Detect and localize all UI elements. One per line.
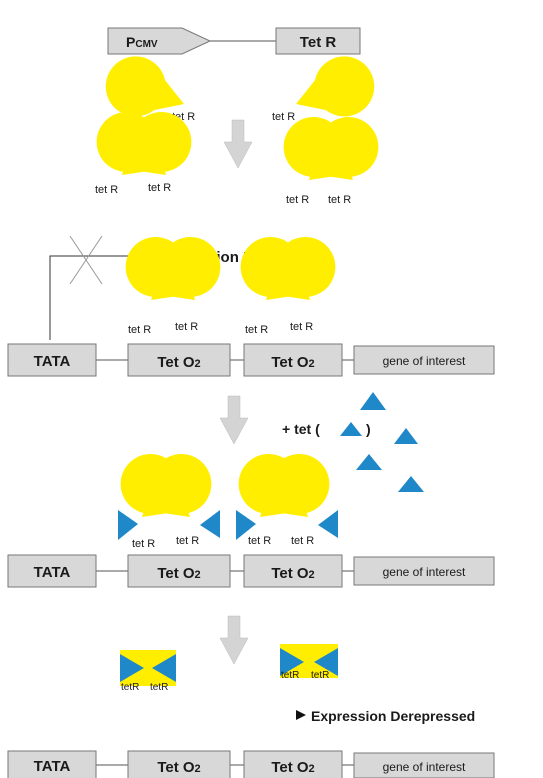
svg-text:): )	[366, 421, 371, 437]
dna-construct-induced: TATA Tet O2 Tet O2 gene of interest	[7, 554, 495, 588]
svg-text:tetR: tetR	[121, 682, 139, 693]
tetr-dimer: tet R tet R	[271, 104, 391, 206]
tetr-dimer-bound: tet R tet R	[228, 224, 348, 336]
tata-label: TATA	[34, 758, 71, 775]
svg-text:tet R: tet R	[245, 324, 268, 336]
tetracycline-icon	[360, 392, 386, 410]
svg-text:tetR: tetR	[311, 670, 329, 681]
svg-text:tet R: tet R	[95, 184, 118, 196]
operator-label: Tet O2	[157, 759, 200, 776]
down-arrow	[219, 395, 249, 445]
tetracycline-icon	[394, 428, 418, 444]
dna-construct-repressed: TATA Tet O2 Tet O2 gene of interest	[7, 343, 495, 377]
svg-text:tetR: tetR	[150, 682, 168, 693]
svg-text:tet R: tet R	[176, 535, 199, 547]
operator-label: Tet O2	[271, 565, 314, 582]
svg-text:tet R: tet R	[272, 111, 295, 123]
svg-text:tet R: tet R	[175, 321, 198, 333]
expression-derepressed-label: Expression Derepressed	[311, 708, 475, 724]
tetr-tet-complex: tetR tetR	[120, 650, 176, 693]
down-arrow	[223, 119, 253, 169]
tet-addition-label: + tet (	[282, 421, 320, 437]
tetr-dimer-tet-bound: tet R tet R	[226, 441, 342, 547]
svg-text:tet R: tet R	[291, 535, 314, 547]
operator-label: Tet O2	[157, 565, 200, 582]
tetr-monomer: tet R	[272, 47, 383, 133]
tetracycline-icon	[356, 454, 382, 470]
tetr-dimer-bound: tet R tet R	[113, 224, 233, 336]
operator-label: Tet O2	[271, 759, 314, 776]
pcmv-promoter-arrow: PCMV	[107, 27, 212, 55]
tetr-tet-complex: tetR tetR	[280, 644, 338, 681]
tata-label: TATA	[34, 564, 71, 581]
svg-text:tet R: tet R	[128, 324, 151, 336]
expression-arrow	[296, 710, 306, 720]
svg-text:tet R: tet R	[286, 194, 309, 206]
down-arrow	[219, 615, 249, 665]
svg-text:tet R: tet R	[148, 182, 171, 194]
tetracycline-icon	[340, 422, 362, 436]
operator-label: Tet O2	[157, 354, 200, 371]
svg-text:tet R: tet R	[248, 535, 271, 547]
gene-of-interest-label: gene of interest	[383, 760, 466, 774]
svg-text:PCMV: PCMV	[126, 34, 158, 50]
tetr-dimer-tet-bound: tet R tet R	[108, 441, 224, 550]
tetr-dimer: tet R tet R	[84, 99, 204, 198]
pcmv-sub: CMV	[135, 39, 158, 50]
dna-construct-derepressed: TATA Tet O2 Tet O2 gene of interest	[7, 750, 495, 778]
tetr-gene-label: Tet R	[300, 34, 337, 51]
svg-text:tet R: tet R	[290, 321, 313, 333]
svg-text:tet R: tet R	[132, 538, 155, 550]
tata-label: TATA	[34, 353, 71, 370]
gene-of-interest-label: gene of interest	[383, 565, 466, 579]
gene-of-interest-label: gene of interest	[383, 354, 466, 368]
svg-text:tetR: tetR	[281, 670, 299, 681]
tetr-gene-box: Tet R	[275, 27, 361, 55]
tetracycline-icon	[398, 476, 424, 492]
svg-text:tet R: tet R	[328, 194, 351, 206]
operator-label: Tet O2	[271, 354, 314, 371]
pcmv-label: P	[126, 34, 135, 50]
